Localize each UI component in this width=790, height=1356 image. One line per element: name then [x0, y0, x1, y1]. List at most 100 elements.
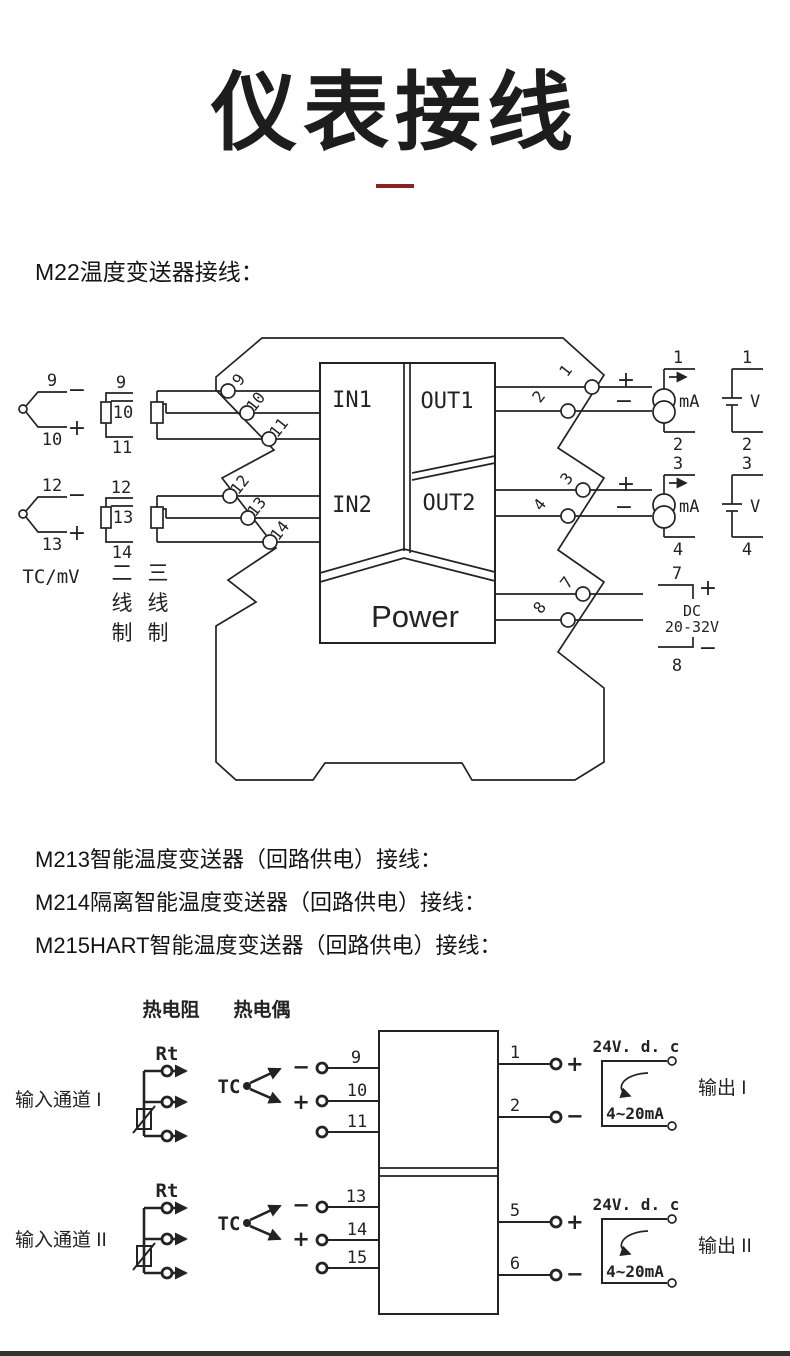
- ch1-supply-label: 24V. d. c: [593, 1037, 680, 1056]
- heading-m214: M214隔离智能温度变送器（回路供电）接线：: [35, 890, 487, 915]
- svg-text:8: 8: [529, 598, 550, 617]
- tc2-plus-sign: +: [68, 521, 86, 546]
- ma-meter-2: 3 mA 4: [652, 454, 699, 560]
- tc-thermocouple-symbol-2: TC − +: [218, 1193, 310, 1251]
- svg-text:3: 3: [673, 454, 683, 474]
- svg-text:9: 9: [351, 1048, 361, 1068]
- dc-voltage-range: 20-32V: [665, 618, 719, 636]
- dc-plus-sign: +: [699, 576, 717, 601]
- ch2-minus-sign: −: [292, 1193, 310, 1217]
- heading-m213-group: M213智能温度变送器（回路供电）接线： M214隔离智能温度变送器（回路供电）…: [35, 838, 502, 967]
- tc1-plus-sign: +: [68, 416, 86, 441]
- tc-mv-input-1: 9 − + 10: [18, 371, 86, 450]
- svg-text:1: 1: [510, 1043, 520, 1063]
- tc1-minus-sign: −: [68, 378, 86, 403]
- m213-wiring-diagram: 热电阻 热电偶 输入通道 I 输入通道 II Rt T: [15, 998, 752, 1315]
- tw2-terminal-a: 12: [111, 478, 131, 498]
- ch1-output-terminals: 1 2 + −: [498, 1043, 584, 1128]
- svg-text:4: 4: [742, 540, 752, 560]
- tw1-terminal-b: 10: [113, 403, 133, 423]
- block-label-power: Power: [371, 599, 459, 634]
- rt-rtd-symbol-1: Rt: [132, 1043, 188, 1143]
- three-wire-caption: 三 线 制: [148, 562, 169, 645]
- ma1-unit: mA: [679, 392, 699, 412]
- dc-label: DC: [683, 602, 701, 620]
- v1-unit: V: [750, 392, 760, 412]
- tc2-top-terminal: 12: [42, 476, 62, 496]
- svg-text:7: 7: [556, 573, 577, 592]
- block-label-out2: OUT2: [423, 491, 476, 516]
- input-channel-2-label: 输入通道 II: [15, 1229, 107, 1251]
- v2-unit: V: [750, 497, 760, 517]
- svg-text:10: 10: [347, 1081, 367, 1101]
- svg-text:2: 2: [528, 387, 549, 406]
- ch1-load-loop: 24V. d. c 4~20mA: [593, 1037, 680, 1131]
- tc-mv-input-2: 12 − + 13: [18, 476, 86, 555]
- svg-text:Rt: Rt: [156, 1180, 179, 1202]
- svg-text:制: 制: [112, 622, 133, 645]
- terminal-screws: [220, 379, 600, 628]
- terminal-numbers: 9 10 11 12 13 14 1 2 3 4 7 8: [226, 361, 577, 617]
- tc-thermocouple-symbol-1: TC − +: [218, 1055, 310, 1114]
- title-accent-divider: [376, 184, 414, 188]
- m22-wiring-diagram: IN1 OUT1 IN2 OUT2 Power: [18, 337, 763, 781]
- heading-m22: M22温度变送器接线：: [35, 259, 264, 285]
- module-block: IN1 OUT1 IN2 OUT2 Power: [319, 362, 496, 644]
- svg-text:1: 1: [673, 348, 683, 368]
- two-wire-rtd-symbol-1: 9 10 11: [100, 373, 133, 458]
- dc-supply: 7 + DC 20-32V − 8: [658, 564, 719, 676]
- svg-text:Rt: Rt: [156, 1043, 179, 1065]
- svg-text:二: 二: [112, 562, 133, 585]
- tc2-minus-sign: −: [68, 483, 86, 508]
- svg-text:11: 11: [347, 1112, 367, 1132]
- ch2-plus-sign: +: [292, 1227, 310, 1251]
- svg-text:2: 2: [510, 1096, 520, 1116]
- tw1-terminal-a: 9: [116, 373, 126, 393]
- heading-m215: M215HART智能温度变送器（回路供电）接线：: [35, 933, 502, 958]
- svg-text:4: 4: [673, 540, 683, 560]
- out1-plus-sign: +: [566, 1052, 584, 1076]
- out2-minus-sign: −: [566, 1262, 584, 1286]
- transmitter-block: [378, 1030, 499, 1315]
- block-label-in1: IN1: [332, 388, 372, 413]
- ch2-load-loop: 24V. d. c 4~20mA: [593, 1195, 680, 1288]
- svg-text:15: 15: [347, 1248, 367, 1268]
- ch2-supply-label: 24V. d. c: [593, 1195, 680, 1214]
- block-label-out1: OUT1: [421, 389, 474, 414]
- out2-minus-sign: −: [615, 495, 633, 520]
- ch2-loop-label: 4~20mA: [606, 1262, 664, 1281]
- svg-text:线: 线: [148, 592, 169, 615]
- svg-text:TC: TC: [218, 1076, 241, 1098]
- svg-text:1: 1: [742, 348, 752, 368]
- tw1-terminal-c: 11: [112, 438, 132, 458]
- output-2-label: 输出 II: [698, 1235, 752, 1257]
- svg-text:1: 1: [555, 361, 576, 380]
- v-meter-2: 3 V 4: [722, 454, 763, 560]
- input-wires: [157, 390, 320, 543]
- bottom-edge-bar: [0, 1351, 790, 1356]
- tc1-bottom-terminal: 10: [42, 430, 62, 450]
- output-1-label: 输出 I: [698, 1077, 747, 1099]
- svg-text:13: 13: [346, 1187, 366, 1207]
- three-wire-rtd-symbol-2: [150, 496, 167, 542]
- two-wire-rtd-symbol-2: 12 13 14: [100, 478, 133, 563]
- svg-text:6: 6: [510, 1254, 520, 1274]
- v-meter-1: 1 V 2: [722, 348, 763, 455]
- svg-text:制: 制: [148, 622, 169, 645]
- svg-text:3: 3: [742, 454, 752, 474]
- tc1-top-terminal: 9: [47, 371, 57, 391]
- svg-text:4: 4: [529, 495, 550, 514]
- ma2-unit: mA: [679, 497, 699, 517]
- sensor-type-label: TC/mV: [22, 566, 79, 588]
- rt-rtd-symbol-2: Rt: [132, 1180, 188, 1280]
- tw2-terminal-c: 14: [112, 543, 132, 563]
- heading-m213: M213智能温度变送器（回路供电）接线：: [35, 847, 443, 872]
- svg-text:线: 线: [112, 592, 133, 615]
- ch1-loop-label: 4~20mA: [606, 1104, 664, 1123]
- out1-plus-sign: +: [617, 368, 635, 393]
- three-wire-rtd-symbol-1: [150, 391, 167, 439]
- out2-plus-sign: +: [617, 472, 635, 497]
- two-wire-caption: 二 线 制: [112, 562, 133, 645]
- out1-minus-sign: −: [566, 1104, 584, 1128]
- tc2-bottom-terminal: 13: [42, 535, 62, 555]
